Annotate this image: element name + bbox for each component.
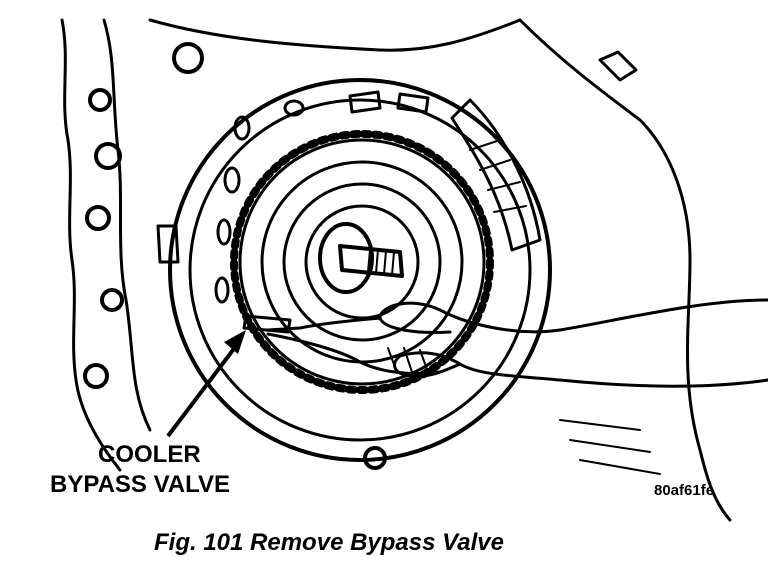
bypass-valve bbox=[242, 314, 292, 334]
figure-reference-id: 80af61fe bbox=[654, 482, 714, 499]
bolt-hole bbox=[83, 363, 109, 389]
hand-with-pliers bbox=[242, 298, 768, 388]
callout-arrow bbox=[166, 330, 246, 438]
ring-gear bbox=[230, 130, 494, 394]
figure-caption: Fig. 101 Remove Bypass Valve bbox=[154, 529, 504, 556]
bell-housing bbox=[156, 78, 552, 462]
bolt-hole bbox=[94, 142, 122, 170]
part-label-line1: COOLER bbox=[98, 441, 201, 468]
cutaway-section bbox=[450, 98, 542, 252]
housing-flange bbox=[60, 18, 152, 472]
bolt-hole bbox=[85, 205, 111, 231]
bolt-hole bbox=[100, 288, 124, 312]
bolt-hole bbox=[88, 88, 112, 112]
bolt-hole bbox=[172, 42, 204, 74]
housing-casting bbox=[148, 18, 732, 522]
part-label-line2: BYPASS VALVE bbox=[50, 471, 230, 498]
